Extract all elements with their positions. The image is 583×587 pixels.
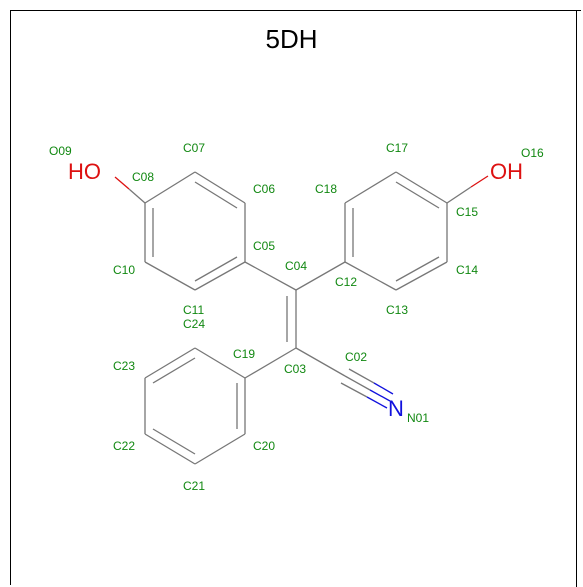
molecule-title: 5DH <box>265 24 318 54</box>
bond-c02-n01-blue-3 <box>373 382 394 395</box>
hydroxyl-right-symbol: OH <box>490 159 523 184</box>
bond-inner-c22-c21 <box>152 428 196 455</box>
bond-c05-c11 <box>194 261 246 291</box>
atom-label-c21: C21 <box>183 479 205 493</box>
bond-c17-c15 <box>395 171 448 204</box>
atom-label-o09: O09 <box>49 144 72 158</box>
atom-label-c06: C06 <box>253 182 275 196</box>
atom-label-c13: C13 <box>386 303 408 317</box>
bond-c02-n01-blue-1 <box>369 389 391 402</box>
bond-c15-o16-red <box>470 175 489 188</box>
bond-c07-c06 <box>194 171 246 204</box>
atom-label-c11: C11 <box>183 303 204 317</box>
nitrogen-symbol: N <box>388 396 404 421</box>
atom-label-c10: C10 <box>113 263 135 277</box>
bond-c14-c13 <box>395 261 448 291</box>
hetero-bonds <box>114 175 489 409</box>
bond-c22-c21 <box>144 433 196 465</box>
atom-label-o16: O16 <box>521 146 544 160</box>
bond-c18-c17 <box>344 171 397 204</box>
atom-label-c08: C08 <box>132 170 154 184</box>
atom-label-c04: C04 <box>285 259 307 273</box>
atom-label-c15: C15 <box>456 205 478 219</box>
bond-c04-c12 <box>295 261 346 291</box>
frame-right-edge <box>576 10 577 587</box>
atom-label-c19: C19 <box>233 347 255 361</box>
bond-c08-c07 <box>144 171 196 204</box>
atom-label-c02: C02 <box>345 350 367 364</box>
bond-c02-n01-grey-2 <box>340 382 368 398</box>
atom-label-c05: C05 <box>253 239 275 253</box>
atom-label-c24: C24 <box>183 317 205 331</box>
bond-c13-c12 <box>344 261 397 291</box>
bond-c02-n01-blue-2 <box>366 396 388 409</box>
atom-label-c12: C12 <box>335 275 357 289</box>
atom-label-c17: C17 <box>386 141 408 155</box>
bond-c24-c23 <box>144 347 196 379</box>
bond-c03-c02 <box>295 347 346 377</box>
bond-inner-c05-c11 <box>194 256 238 282</box>
atom-label-n01: N01 <box>407 411 429 425</box>
bond-c02-n01-grey-1 <box>344 375 371 391</box>
bond-c02-n01-grey-3 <box>348 368 375 384</box>
bond-c19-c24 <box>194 347 246 379</box>
bond-c08-o09-red <box>114 176 130 190</box>
hydroxyl-left-symbol: HO <box>68 159 101 184</box>
bonds <box>128 171 472 465</box>
atom-label-c03: C03 <box>284 362 306 376</box>
atom-label-c23: C23 <box>113 359 135 373</box>
bond-c03-c19 <box>244 347 297 379</box>
bond-inner-c14-c13 <box>395 256 440 282</box>
bond-c15-o16-grey <box>446 186 472 204</box>
atom-label-c22: C22 <box>113 439 135 453</box>
bond-inner-c17-c15 <box>395 181 440 209</box>
bond-c08-o09-grey <box>128 188 146 204</box>
bond-c11-c10 <box>144 261 196 291</box>
atom-label-c18: C18 <box>315 182 337 196</box>
atom-labels: O09 C07 C08 C06 C05 C10 C11 C24 C04 C17 … <box>49 141 544 493</box>
bond-inner-c07-c06 <box>194 181 238 209</box>
bond-c05-c04 <box>244 261 297 291</box>
atom-label-c14: C14 <box>456 263 478 277</box>
bond-inner-c23-c24 <box>152 357 196 384</box>
atom-label-c20: C20 <box>253 439 275 453</box>
bond-c21-c20 <box>194 433 246 465</box>
atom-label-c07: C07 <box>183 141 205 155</box>
